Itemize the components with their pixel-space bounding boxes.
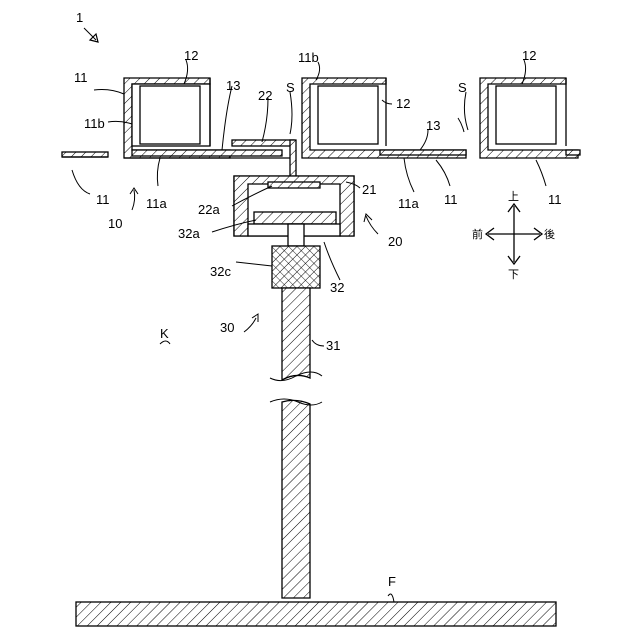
label-32: 32 [330,280,344,295]
dir-back-label: 後 [544,227,555,241]
label-11a-left: 11a [146,196,167,211]
direction-indicator [486,204,542,264]
head-32 [272,246,320,288]
label-31: 31 [326,338,340,353]
label-10: 10 [108,216,122,231]
pole-31-upper [282,288,310,380]
label-11-c: 11 [444,192,458,207]
pole-31-lower [282,400,310,598]
label-22a: 22a [198,202,220,217]
label-20: 20 [388,234,402,249]
label-11a-right: 11a [398,196,419,211]
neck [288,224,304,246]
dir-down-label: 下 [508,268,519,281]
label-12-b: 12 [396,96,410,111]
block-12-middle [318,86,378,144]
block-12-right [496,86,556,144]
plate-13-left [132,150,282,156]
label-22: 22 [258,88,272,103]
label-S-a: S [286,80,295,95]
part-22a [268,182,320,188]
label-12-a: 12 [184,48,198,63]
dir-front-label: 前 [472,227,483,241]
label-F: F [388,574,396,589]
label-11-d: 11 [548,192,562,207]
label-13-b: 13 [426,118,440,133]
label-12-c: 12 [522,48,536,63]
label-32a: 32a [178,226,200,241]
floor-F [76,602,556,626]
label-32c: 32c [210,264,231,279]
label-K: K [160,326,169,341]
label-11-a: 11 [74,70,88,85]
dir-up-label: 上 [508,190,519,203]
label-S-b: S [458,80,467,95]
figure-arrow [84,28,98,42]
part-32a [254,212,336,224]
plate-22 [232,140,294,146]
label-21: 21 [362,182,376,197]
label-11b-left: 11b [84,116,105,131]
left-plate-segment [62,152,108,157]
label-11b-top: 11b [298,50,319,65]
label-1: 1 [76,10,83,25]
plate-13-right [380,150,466,155]
label-30: 30 [220,320,234,335]
label-11-b: 11 [96,192,110,207]
label-13-a: 13 [226,78,240,93]
block-12-left [140,86,200,144]
